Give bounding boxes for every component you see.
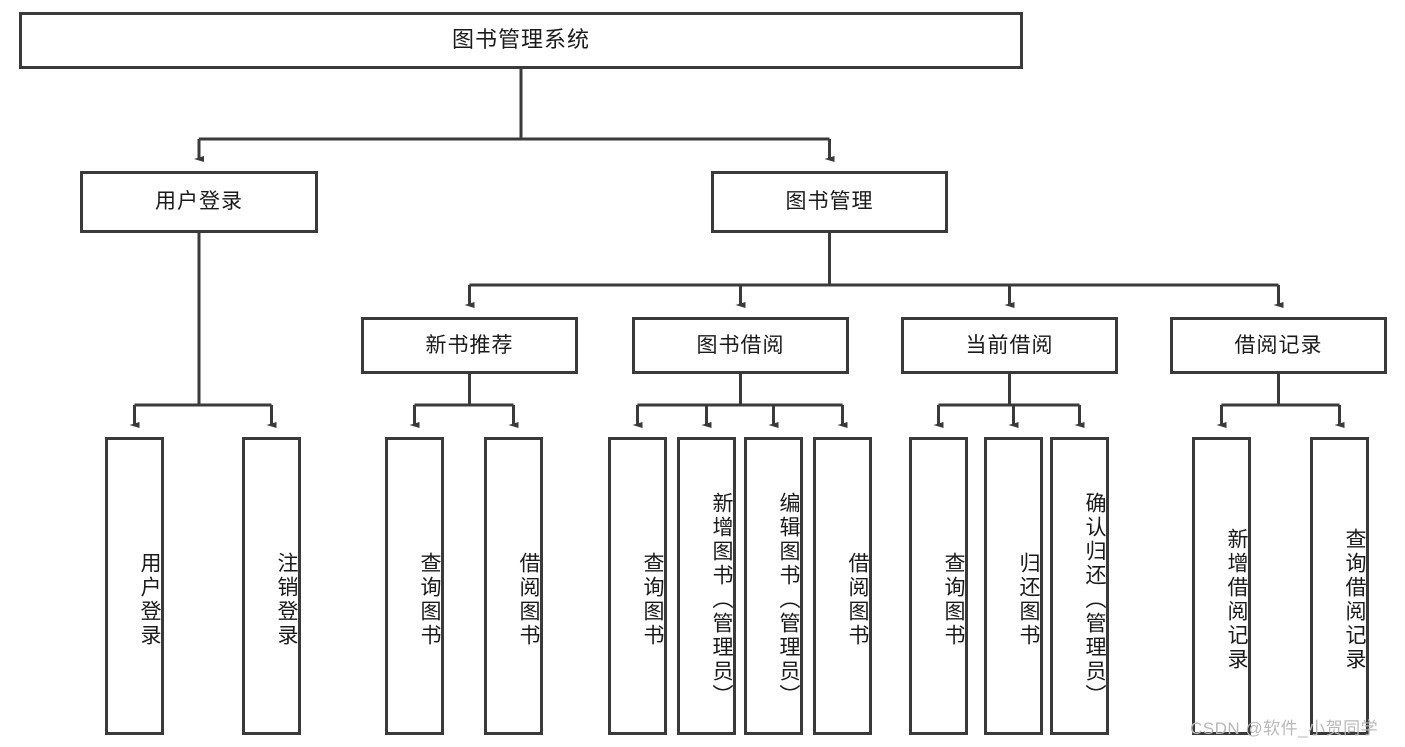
leaf-query-books-current[interactable]: 查询图书 [909, 437, 968, 735]
node-book-management-l1[interactable]: 图书管理 [711, 171, 948, 233]
leaf-confirm-return-admin[interactable]: 确认归还（管理员） [1050, 437, 1109, 735]
leaf-add-borrowing-record[interactable]: 新增借阅记录 [1192, 437, 1251, 735]
node-new-book-recommendation[interactable]: 新书推荐 [361, 317, 578, 374]
leaf-add-book-admin[interactable]: 新增图书（管理员） [677, 437, 736, 735]
leaf-user-login[interactable]: 用户登录 [105, 437, 164, 735]
node-borrowing-records[interactable]: 借阅记录 [1170, 317, 1387, 374]
leaf-return-books[interactable]: 归还图书 [984, 437, 1043, 735]
leaf-borrow-books-newbook[interactable]: 借阅图书 [484, 437, 543, 735]
leaf-borrow-books[interactable]: 借阅图书 [813, 437, 872, 735]
node-book-borrowing[interactable]: 图书借阅 [632, 317, 849, 374]
leaf-query-books-borrow[interactable]: 查询图书 [608, 437, 667, 735]
node-book-management-system[interactable]: 图书管理系统 [19, 12, 1023, 69]
node-user-login-l1[interactable]: 用户登录 [80, 171, 318, 233]
leaf-query-books-newbook[interactable]: 查询图书 [385, 437, 444, 735]
leaf-query-borrowing-record[interactable]: 查询借阅记录 [1310, 437, 1369, 735]
csdn-watermark: CSDN @软件_小贺同学 [1190, 719, 1379, 738]
leaf-logout[interactable]: 注销登录 [242, 437, 301, 735]
leaf-edit-book-admin[interactable]: 编辑图书（管理员） [744, 437, 803, 735]
node-current-borrowing[interactable]: 当前借阅 [901, 317, 1118, 374]
